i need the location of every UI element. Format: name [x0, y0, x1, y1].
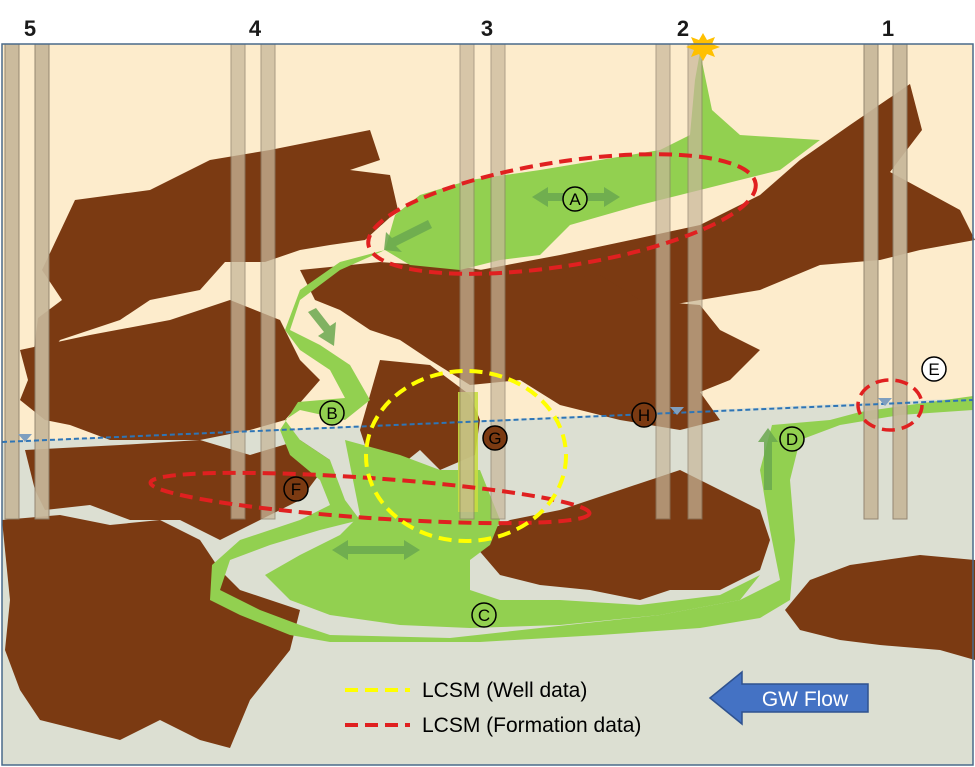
well-label-4: 4 — [249, 16, 262, 41]
well-label-1: 1 — [882, 16, 894, 41]
marker-f-letter: F — [291, 480, 301, 499]
marker-c-letter: C — [478, 606, 490, 625]
well-2-casing-right — [687, 43, 703, 520]
marker-h-letter: H — [638, 406, 650, 425]
well-4-casing-left — [230, 43, 246, 520]
water-level-marker-well-1 — [878, 398, 892, 406]
marker-c-circle — [471, 602, 497, 628]
marker-d: D — [779, 426, 805, 452]
circled-letter-markers: A B C D E F G H — [283, 186, 947, 628]
marker-h-circle — [631, 402, 657, 428]
marker-h: H — [631, 402, 657, 428]
arrow-c-double — [332, 540, 420, 560]
marker-g-circle — [482, 425, 508, 451]
well-1-casing-left — [863, 43, 879, 520]
clay-lens-upper-right — [480, 84, 975, 330]
lcsm-formation-ellipse-a — [366, 152, 758, 276]
clay-lens-center-block — [360, 360, 480, 470]
well-label-2: 2 — [677, 16, 689, 41]
well-3-casing-left — [459, 43, 475, 520]
well-1-casing-right — [892, 43, 908, 520]
legend-label-well-data: LCSM (Well data) — [422, 679, 587, 702]
plume-center-body — [265, 440, 760, 628]
clay-lens-middle — [300, 262, 760, 430]
marker-d-letter: D — [786, 430, 798, 449]
marker-b: B — [319, 400, 345, 426]
source-star-icon — [686, 33, 720, 61]
plume-descending-arm — [210, 250, 973, 642]
lcsm-formation-ellipse-e — [856, 378, 924, 432]
well-4-casing-right — [260, 43, 276, 520]
well-5-casing-left — [4, 43, 20, 520]
marker-c: C — [471, 602, 497, 628]
gw-flow-label: GW Flow — [762, 688, 849, 711]
water-level-marker-well-5 — [18, 434, 32, 442]
legend: LCSM (Well data) LCSM (Formation data) — [345, 679, 641, 737]
water-level-marker-well-2 — [670, 407, 684, 415]
well-5-casing-right — [34, 43, 50, 520]
diagram-frame — [1, 43, 974, 766]
marker-e: E — [921, 356, 947, 382]
marker-f: F — [283, 476, 309, 502]
groundwater-flow-arrow: GW Flow — [708, 670, 869, 726]
marker-a-letter: A — [569, 190, 581, 209]
marker-e-letter: E — [928, 360, 939, 379]
lcsm-outlines — [148, 152, 924, 543]
marker-b-letter: B — [326, 404, 337, 423]
lcsm-well-circle-g — [364, 369, 568, 543]
water-table-line — [1, 399, 974, 443]
clay-lens-lower-left — [2, 515, 300, 748]
arrow-b-down — [308, 308, 336, 346]
well-label-3: 3 — [481, 16, 493, 41]
well-label-5: 5 — [24, 16, 36, 41]
marker-g-letter: G — [488, 429, 501, 448]
well-number-labels: 5 4 3 2 1 — [24, 16, 894, 41]
marker-a-circle — [562, 186, 588, 212]
water-level-markers — [18, 398, 892, 442]
gw-flow-arrow-shape — [708, 670, 869, 726]
marker-b-circle — [319, 400, 345, 426]
marker-d-circle — [779, 426, 805, 452]
marker-f-circle — [283, 476, 309, 502]
marker-g: G — [482, 425, 508, 451]
well-2-casing-left — [655, 43, 671, 520]
arrow-d-up — [758, 428, 778, 490]
low-permeability-layers — [2, 84, 975, 748]
clay-lens-lower-middle — [25, 440, 330, 540]
clay-lens-right-bottom — [785, 555, 975, 660]
marker-e-circle — [921, 356, 947, 382]
clay-lens-upper-left — [30, 130, 398, 380]
arrow-upper-down-left — [384, 220, 432, 252]
legend-label-formation-data: LCSM (Formation data) — [422, 714, 641, 737]
marker-a: A — [562, 186, 588, 212]
well-1 — [863, 43, 908, 520]
